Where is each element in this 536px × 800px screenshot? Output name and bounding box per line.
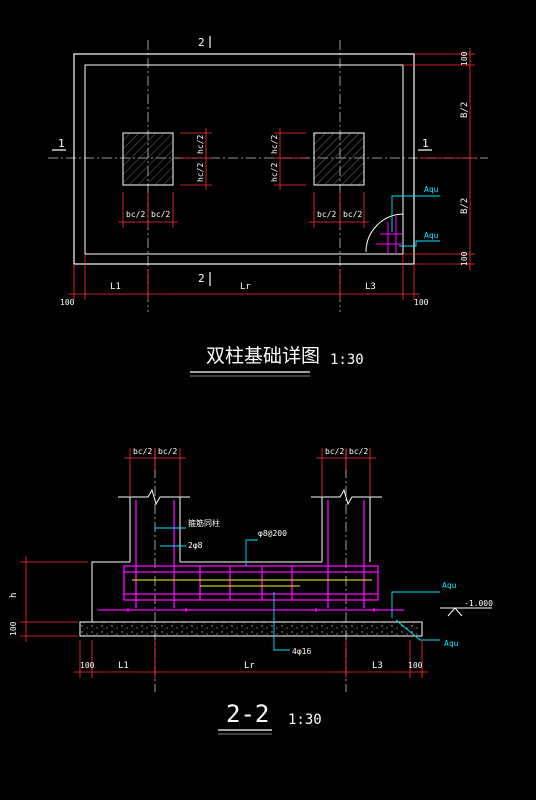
dim-right-upper: B/2 — [460, 102, 470, 118]
section-left-dims — [20, 556, 88, 642]
left-column-dims — [118, 128, 212, 228]
sec-dim-bottom-left-offset: 100 — [80, 661, 95, 670]
sec-dim-bottom-l3: L3 — [372, 661, 383, 671]
dim-bottom-left-offset: 100 — [60, 298, 75, 307]
plan-centerlines — [48, 40, 488, 312]
dim-left-col-v2: hc/2 — [196, 163, 205, 182]
dim-right-bottom: 100 — [460, 251, 469, 266]
dim-bottom-right-offset: 100 — [414, 298, 429, 307]
section-top-dims — [124, 448, 376, 496]
plan-corner-detail — [365, 195, 440, 254]
dim-left-col-h1: bc/2 — [126, 210, 145, 219]
footing-outline — [73, 53, 415, 265]
dim-left-col-h2: bc/2 — [151, 210, 170, 219]
elevation-marker — [440, 607, 492, 617]
sec-dim-left-col-2: bc/2 — [158, 447, 177, 456]
section-base-concrete — [79, 621, 423, 637]
section-title: 2-2 — [226, 700, 269, 728]
sec-dim-left-col-1: bc/2 — [133, 447, 152, 456]
plan-section-mark-right: 1 — [422, 137, 429, 150]
dim-right-col-v1: hc/2 — [270, 135, 279, 154]
footing-inner-outline — [84, 64, 404, 255]
sec-label-bottom-bars: 4φ16 — [292, 647, 311, 656]
column-right — [313, 132, 365, 186]
sec-dim-right-col-1: bc/2 — [325, 447, 344, 456]
right-column-dims — [274, 128, 369, 228]
plan-section-mark-left: 1 — [58, 137, 65, 150]
plan-scale: 1:30 — [330, 352, 364, 368]
sec-label-stirrup: 箍筋同柱 — [188, 518, 220, 528]
sec-label-base: 100 — [9, 621, 18, 636]
plan-section-mark-top: 2 — [198, 36, 205, 49]
section-view: bc/2 bc/2 bc/2 bc/2 箍筋同柱 2φ8 φ8@200 4φ16… — [9, 447, 493, 735]
column-left — [122, 132, 174, 186]
sec-leader-bottom: Aqu — [444, 639, 459, 648]
sec-dim-bottom-l1: L1 — [118, 661, 129, 671]
dim-bottom-l3: L3 — [365, 282, 376, 292]
dim-bottom-l1: L1 — [110, 282, 121, 292]
section-rebar-yellow — [132, 579, 372, 587]
sec-leader-top: Aqu — [442, 581, 457, 590]
plan-title: 双柱基础详图 — [206, 345, 320, 367]
plan-section-marks — [52, 36, 432, 286]
sec-dim-right-col-2: bc/2 — [349, 447, 368, 456]
dim-right-col-h2: bc/2 — [343, 210, 362, 219]
dim-bottom-lr: Lr — [240, 282, 251, 292]
dim-right-lower: B/2 — [460, 198, 470, 214]
sec-label-height: h — [9, 593, 19, 598]
section-scale: 1:30 — [288, 712, 322, 728]
section-bottom-dims — [74, 640, 428, 678]
dim-right-col-h1: bc/2 — [317, 210, 336, 219]
plan-leader-bottom: Aqu — [424, 231, 439, 240]
plan-right-dims — [403, 48, 475, 270]
sec-dim-bottom-right-offset: 100 — [408, 661, 423, 670]
dim-right-col-v2: hc/2 — [270, 163, 279, 182]
column-break-lines — [118, 488, 382, 506]
sec-elevation: -1.000 — [464, 599, 493, 608]
section-leaders — [155, 527, 440, 651]
plan-view: 2 2 1 1 bc/2 bc/2 hc/2 hc/2 bc/2 bc/2 hc… — [48, 36, 488, 377]
sec-dim-bottom-lr: Lr — [244, 661, 255, 671]
sec-label-bars: 2φ8 — [188, 541, 203, 550]
sec-label-spacing: φ8@200 — [258, 529, 287, 538]
dim-left-col-v1: hc/2 — [196, 135, 205, 154]
plan-bottom-dims — [68, 254, 420, 300]
plan-leader-top: Aqu — [424, 185, 439, 194]
section-rebar — [98, 500, 404, 612]
section-centerlines — [154, 450, 347, 692]
section-footing-outline — [91, 561, 130, 622]
plan-section-mark-bottom: 2 — [198, 272, 205, 285]
section-columns — [129, 497, 371, 562]
dim-right-top: 100 — [460, 51, 469, 66]
